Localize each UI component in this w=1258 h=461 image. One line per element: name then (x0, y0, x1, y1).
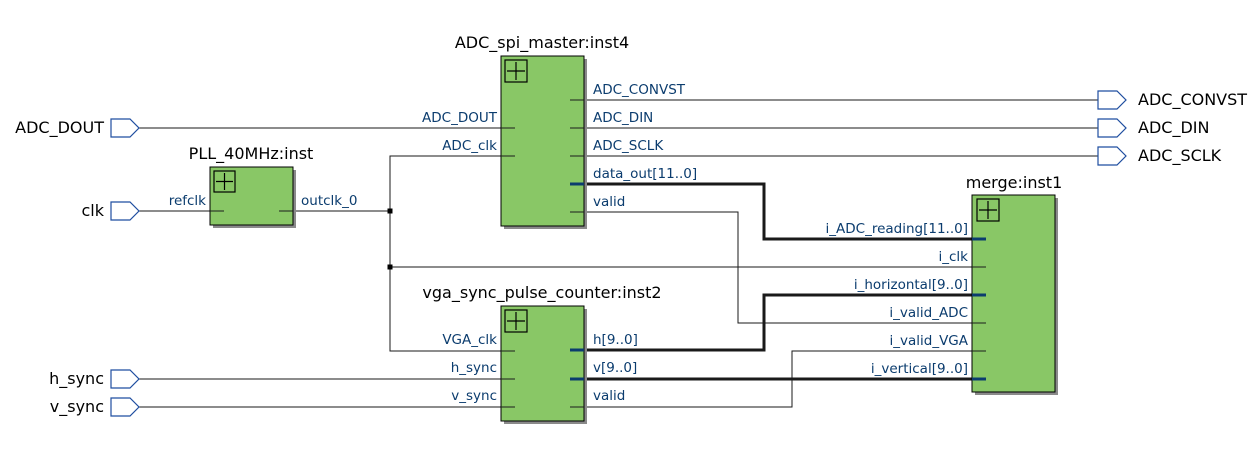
output-label-adc-convst: ADC_CONVST (1138, 90, 1247, 110)
port-label-v: v[9..0] (593, 360, 637, 376)
block-title-adc-spi-master: ADC_spi_master:inst4 (455, 33, 629, 53)
wire-adc-clk (389, 155, 501, 211)
port-label-vga-clk: VGA_clk (442, 332, 497, 348)
block-title-merge: merge:inst1 (966, 173, 1063, 192)
expand-icon (976, 198, 1000, 222)
output-pin-adc-din: ADC_DIN (1097, 118, 1209, 138)
block-adc-spi-master[interactable]: ADC_spi_master:inst4 ADC_DOUT ADC_clk AD… (422, 33, 697, 229)
wire-clock-net (293, 210, 501, 352)
port-label-outclk-0: outclk_0 (301, 193, 357, 209)
output-pin-adc-sclk: ADC_SCLK (1097, 146, 1222, 166)
port-label-i-valid-vga: i_valid_VGA (889, 333, 968, 349)
output-pin-adc-convst: ADC_CONVST (1097, 90, 1247, 110)
expand-icon (504, 309, 528, 333)
port-label-adc-sclk: ADC_SCLK (593, 138, 664, 154)
input-label-adc-dout: ADC_DOUT (15, 118, 104, 138)
port-label-i-clk: i_clk (939, 249, 969, 265)
input-pin-h-sync: h_sync (49, 369, 140, 389)
expand-icon (213, 170, 236, 193)
port-label-h-sync: h_sync (451, 360, 497, 376)
output-label-adc-sclk: ADC_SCLK (1138, 146, 1222, 166)
port-label-v-sync: v_sync (451, 388, 497, 404)
block-vga-sync-pulse-counter[interactable]: vga_sync_pulse_counter:inst2 VGA_clk h_s… (422, 283, 662, 424)
wire-vga-valid (584, 350, 972, 408)
bus-h (584, 293, 972, 352)
wire-adc-valid (584, 211, 972, 324)
port-label-i-horizontal: i_horizontal[9..0] (854, 277, 968, 293)
input-pin-v-sync: v_sync (50, 397, 140, 417)
input-label-h-sync: h_sync (49, 369, 104, 389)
wires (139, 99, 1098, 408)
port-label-i-adc-reading: i_ADC_reading[11..0] (826, 221, 968, 237)
port-label-valid: valid (593, 194, 625, 210)
input-pin-clk: clk (81, 201, 140, 221)
input-label-clk: clk (81, 201, 104, 220)
block-title-vga-sync-pulse-counter: vga_sync_pulse_counter:inst2 (422, 283, 661, 303)
junction-dot (387, 208, 393, 214)
port-label-refclk: refclk (169, 193, 206, 209)
input-pins: ADC_DOUT clk h_sync v_sync (15, 118, 140, 417)
output-pins: ADC_CONVST ADC_DIN ADC_SCLK (1097, 90, 1247, 166)
block-title-pll: PLL_40MHz:inst (189, 144, 314, 164)
output-label-adc-din: ADC_DIN (1138, 118, 1209, 138)
bus-data-out (584, 182, 972, 241)
port-label-vga-valid: valid (593, 388, 625, 404)
input-pin-adc-dout: ADC_DOUT (15, 118, 140, 138)
port-label-adc-dout: ADC_DOUT (422, 110, 498, 126)
junction-dot (387, 264, 393, 270)
port-label-i-valid-adc: i_valid_ADC (889, 305, 968, 321)
expand-icon (504, 59, 528, 83)
port-label-i-vertical: i_vertical[9..0] (871, 361, 968, 377)
port-label-adc-clk: ADC_clk (442, 138, 497, 154)
block-pll[interactable]: PLL_40MHz:inst refclk outclk_0 (169, 144, 358, 228)
port-label-adc-convst: ADC_CONVST (593, 82, 686, 98)
input-label-v-sync: v_sync (50, 397, 104, 417)
port-label-h: h[9..0] (593, 332, 638, 348)
port-label-adc-din: ADC_DIN (593, 110, 653, 126)
port-label-data-out: data_out[11..0] (593, 166, 697, 182)
block-merge[interactable]: merge:inst1 i_ADC_reading[11..0] i_clk i… (826, 173, 1063, 395)
